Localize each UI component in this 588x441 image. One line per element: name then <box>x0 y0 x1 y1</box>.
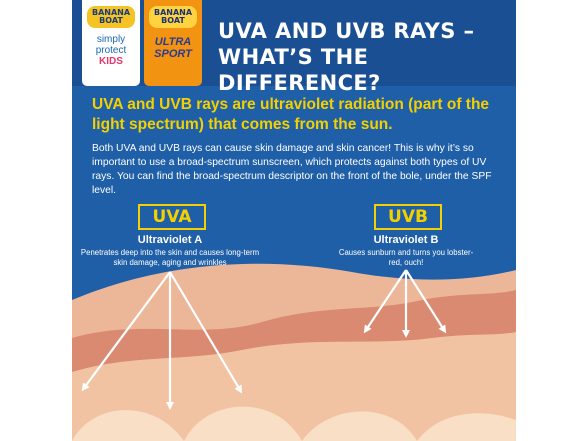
uvb-badge: UVB <box>374 204 442 230</box>
product-bottle-kids: BANANA BOAT simply protect KIDS <box>82 0 140 86</box>
product-line: ULTRA <box>154 36 192 48</box>
header: BANANA BOAT simply protect KIDS BANANA B… <box>72 0 516 95</box>
uvb-rays <box>363 269 447 338</box>
page-title: UVA AND UVB RAYS – WHAT’S THE DIFFERENCE… <box>218 19 475 95</box>
brand-logo: BANANA BOAT <box>149 6 197 28</box>
skin-deep-layer <box>184 406 302 441</box>
uvb-ray-arrow <box>405 269 447 334</box>
brand-logo: BANANA BOAT <box>87 6 135 28</box>
product-line: protect <box>95 45 127 56</box>
uva-rays <box>81 271 243 410</box>
uva-description: Penetrates deep into the skin and causes… <box>80 248 260 267</box>
uvb-name: Ultraviolet B <box>373 234 439 246</box>
product-bottle-sport: BANANA BOAT ULTRA SPORT <box>144 0 202 86</box>
product-line: SPORT <box>154 48 192 60</box>
uva-name: Ultraviolet A <box>137 234 203 246</box>
skin-inner-layer <box>72 332 516 441</box>
product-line: KIDS <box>99 56 123 67</box>
uva-badge: UVA <box>138 204 206 230</box>
skin-layers-illustration <box>72 263 516 441</box>
body-text: Both UVA and UVB rays can cause skin dam… <box>92 143 492 196</box>
skin-deep-layer <box>417 413 516 441</box>
product-line: simply <box>96 34 126 45</box>
uvb-ray-arrow <box>363 269 407 334</box>
uva-ray-arrow <box>81 271 171 392</box>
skin-deep-layer <box>302 411 417 441</box>
headline: UVA and UVB rays are ultraviolet radiati… <box>92 96 490 133</box>
infographic-panel: BANANA BOAT simply protect KIDS BANANA B… <box>72 0 516 441</box>
skin-deep-layer <box>72 410 184 441</box>
uvb-description: Causes sunburn and turns you lobster-red… <box>338 248 474 267</box>
uva-ray-arrow <box>169 271 243 394</box>
